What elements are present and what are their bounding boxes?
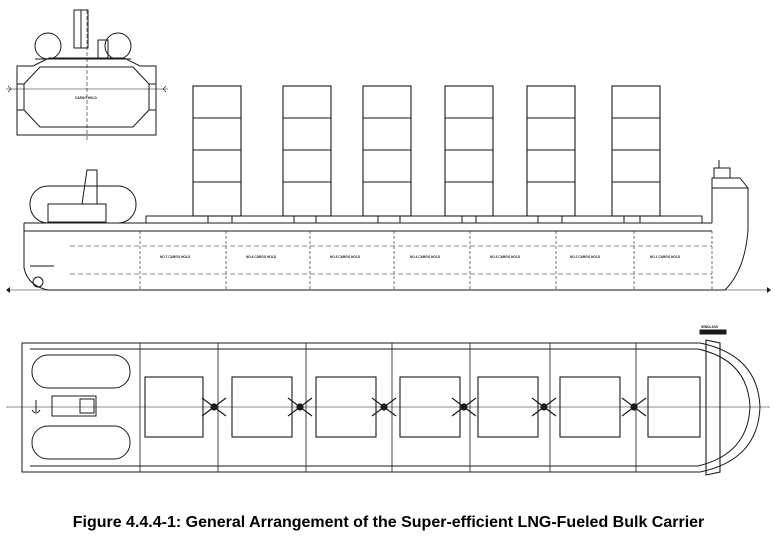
midship-section-view: CARGO HOLD (6, 9, 168, 140)
figure-caption: Figure 4.4.4-1: General Arrangement of t… (72, 514, 705, 531)
section-hull (16, 57, 157, 136)
profile-hold-label: NO.2 CARGO HOLD (570, 255, 601, 259)
section-hold-label: CARGO HOLD (75, 96, 97, 100)
sail-top-symbol (451, 397, 477, 417)
plan-view: WINDLASS (6, 325, 770, 476)
plan-lng-tank-starboard (31, 425, 131, 460)
rigid-sail (526, 85, 576, 217)
rigid-sail (362, 85, 412, 217)
plan-windlass-marker (699, 329, 727, 335)
rigid-sail (611, 85, 661, 217)
profile-hold-label: NO.7 CARGO HOLD (160, 255, 191, 259)
plan-hatches (144, 376, 701, 438)
profile-hull (23, 187, 749, 291)
plan-deckhouse (51, 395, 97, 417)
plan-sail-symbols (201, 397, 647, 417)
profile-hold-label: NO.4 CARGO HOLD (410, 255, 441, 259)
profile-funnel (81, 169, 98, 205)
profile-view: NO.7 CARGO HOLD NO.6 CARGO HOLD NO.5 CAR… (6, 85, 771, 293)
plan-windlass-label: WINDLASS (701, 325, 718, 329)
rigid-sail (192, 85, 242, 217)
profile-deckhouse (47, 203, 107, 223)
profile-rigid-sails (192, 85, 661, 217)
profile-hold-label: NO.5 CARGO HOLD (330, 255, 361, 259)
profile-hold-label: NO.3 CARGO HOLD (490, 255, 521, 259)
sail-top-symbol (531, 397, 557, 417)
rigid-sail (444, 85, 494, 217)
profile-hold-label: NO.1 CARGO HOLD (650, 255, 681, 259)
plan-hull (21, 342, 761, 473)
section-lng-tank-port (34, 32, 62, 60)
plan-lng-tank-port (31, 354, 131, 389)
profile-hold-label: NO.6 CARGO HOLD (246, 255, 277, 259)
sail-top-symbol (287, 397, 313, 417)
profile-hatch-covers (145, 215, 703, 224)
rigid-sail (282, 85, 332, 217)
sail-top-symbol (201, 397, 227, 417)
sail-top-symbol (621, 397, 647, 417)
sail-top-symbol (371, 397, 397, 417)
section-lng-tank-starboard (104, 32, 132, 60)
